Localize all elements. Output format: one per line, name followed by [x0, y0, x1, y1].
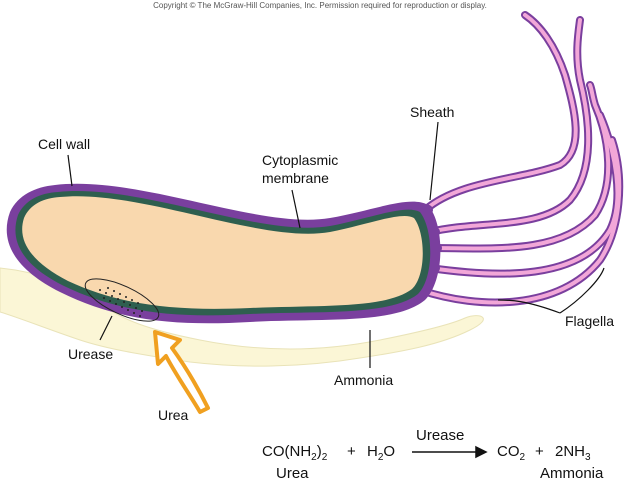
urea-label: Urea — [158, 407, 189, 423]
reaction-arrow — [412, 445, 488, 459]
cytoplasmic-label-line1: Cytoplasmic — [262, 152, 339, 168]
urea-arrow — [153, 330, 210, 414]
cytoplasm — [22, 196, 423, 309]
flagella — [416, 11, 624, 307]
cytoplasmic-label-line2: membrane — [262, 170, 329, 186]
equation-plus1: + — [347, 443, 356, 460]
equation-product1: CO2 — [497, 443, 526, 463]
equation-product-name: Ammonia — [540, 465, 604, 482]
leader-lines — [67, 121, 605, 368]
urease-label: Urease — [68, 346, 114, 362]
equation-reactant2: H2O — [367, 443, 396, 463]
equation-reactant1: CO(NH2)2 — [262, 443, 328, 463]
cell-wall-label: Cell wall — [38, 136, 91, 152]
ammonia-cloud — [0, 267, 484, 367]
equation-reactant-name: Urea — [276, 465, 309, 482]
flagella-label: Flagella — [565, 313, 615, 329]
sheath-label: Sheath — [410, 104, 455, 120]
equation-product2: 2NH3 — [555, 443, 591, 463]
ammonia-label: Ammonia — [334, 372, 394, 388]
equation-enzyme: Urease — [416, 427, 465, 444]
copyright-notice: Copyright © The McGraw-Hill Companies, I… — [153, 1, 487, 10]
urease-region — [84, 278, 160, 322]
equation-plus2: + — [535, 443, 544, 460]
